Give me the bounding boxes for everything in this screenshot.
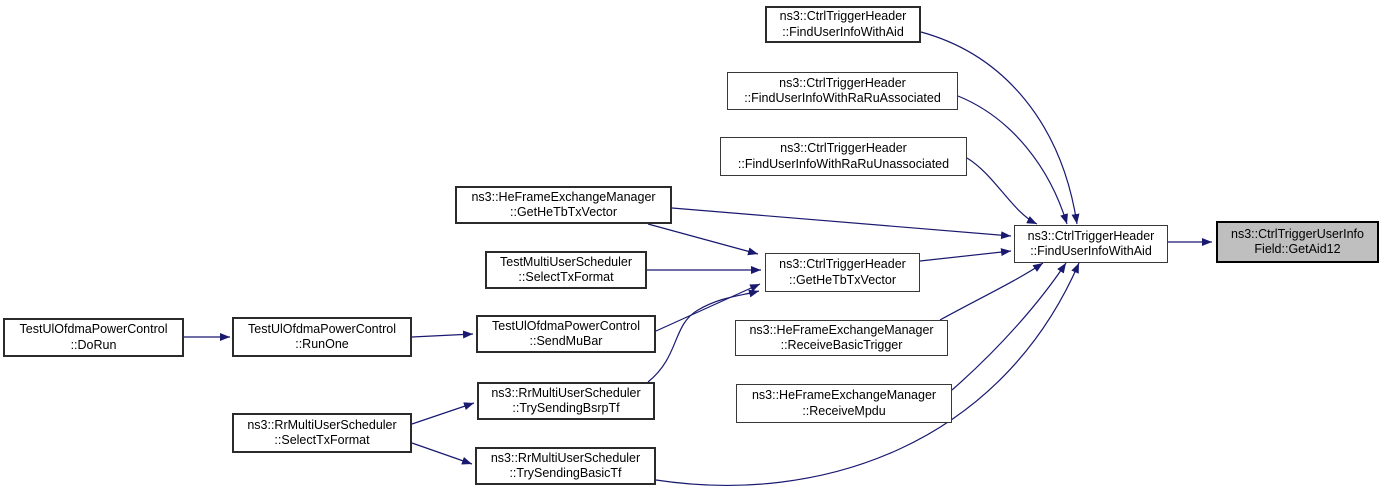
- edge-ctrl-gethetbtxvector-to-find-aid: [919, 248, 1012, 262]
- node-label-line: ::SendMuBar: [529, 334, 603, 348]
- edge-hefem-gethetbtxvector-to-find-aid: [671, 207, 1012, 240]
- node-label-line: ns3::HeFrameExchangeManager: [471, 189, 656, 204]
- node-find-raru-unassoc[interactable]: ns3::CtrlTriggerHeader::FindUserInfoWith…: [720, 137, 967, 176]
- node-hefem-gethetbtxvector[interactable]: ns3::HeFrameExchangeManager::GetHeTbTxVe…: [455, 186, 672, 224]
- node-label-line: TestMultiUserScheduler: [500, 254, 632, 269]
- node-trybsrptf[interactable]: ns3::RrMultiUserScheduler::TrySendingBsr…: [477, 382, 655, 420]
- node-label-line: ns3::HeFrameExchangeManager: [751, 388, 937, 402]
- node-recv-basic-trigger[interactable]: ns3::HeFrameExchangeManager::ReceiveBasi…: [735, 320, 948, 356]
- node-label-line: ::ReceiveBasicTrigger: [780, 338, 903, 352]
- node-label-line: ::TrySendingBasicTf: [509, 466, 622, 480]
- node-find-raru-assoc[interactable]: ns3::CtrlTriggerHeader::FindUserInfoWith…: [727, 72, 958, 110]
- edge-recv-basic-trigger-to-find-aid: [939, 262, 1044, 321]
- node-runone[interactable]: TestUlOfdmaPowerControl::RunOne: [232, 317, 412, 357]
- node-find-aid[interactable]: ns3::CtrlTriggerHeader::FindUserInfoWith…: [1014, 225, 1168, 263]
- edge-find-aid-top-to-find-aid: [920, 31, 1080, 225]
- node-sendmubar[interactable]: TestUlOfdmaPowerControl::SendMuBar: [476, 315, 656, 353]
- edge-trybsrptf-to-ctrl-gethetbtxvector: [647, 289, 760, 383]
- edge-recv-mpdu-to-find-aid: [951, 262, 1067, 391]
- node-label-line: ns3::CtrlTriggerUserInfo: [1231, 226, 1364, 241]
- node-label-line: ::RunOne: [295, 337, 349, 351]
- node-label-line: ns3::CtrlTriggerHeader: [1027, 228, 1155, 243]
- node-label-line: ::FindUserInfoWithAid: [1030, 244, 1152, 258]
- node-ctrl-gethetbtxvector[interactable]: ns3::CtrlTriggerHeader::GetHeTbTxVector: [765, 253, 920, 292]
- node-label-line: TestUlOfdmaPowerControl: [19, 322, 168, 336]
- node-label-line: ns3::CtrlTriggerHeader: [779, 9, 907, 23]
- node-find-aid-top[interactable]: ns3::CtrlTriggerHeader::FindUserInfoWith…: [765, 6, 921, 43]
- edge-rr-selecttxformat-to-trybasictf: [411, 442, 473, 465]
- node-label-line: ::GetHeTbTxVector: [789, 272, 896, 287]
- edge-trybasictf-to-find-aid: [655, 262, 1080, 486]
- node-label-line: ns3::CtrlTriggerHeader: [779, 75, 906, 90]
- node-label-line: ::GetHeTbTxVector: [510, 205, 617, 219]
- node-dorun[interactable]: TestUlOfdmaPowerControl::DoRun: [3, 318, 184, 357]
- edge-find-raru-unassoc-to-find-aid: [966, 157, 1038, 225]
- node-label-line: ::DoRun: [70, 337, 117, 352]
- node-label-line: ::FindUserInfoWithRaRuAssociated: [744, 91, 941, 105]
- node-label-line: ns3::CtrlTriggerHeader: [780, 141, 907, 155]
- node-recv-mpdu[interactable]: ns3::HeFrameExchangeManager::ReceiveMpdu: [736, 384, 952, 423]
- node-label-line: ns3::RrMultiUserScheduler: [247, 417, 397, 432]
- edge-sendmubar-to-ctrl-gethetbtxvector: [655, 283, 761, 332]
- edge-runone-to-sendmubar: [411, 330, 474, 339]
- node-label-line: ns3::CtrlTriggerHeader: [779, 257, 906, 271]
- node-label-line: ns3::RrMultiUserScheduler: [490, 450, 641, 465]
- node-label-line: ::FindUserInfoWithRaRuUnassociated: [737, 156, 950, 171]
- node-label-line: Field::GetAid12: [1254, 242, 1341, 256]
- node-label-line: ::TrySendingBsrpTf: [512, 401, 620, 415]
- edge-rr-selecttxformat-to-trybsrptf: [411, 402, 475, 425]
- node-testmus-selecttxformat[interactable]: TestMultiUserScheduler::SelectTxFormat: [485, 251, 647, 289]
- edge-hefem-gethetbtxvector-to-ctrl-gethetbtxvector: [647, 223, 759, 256]
- node-label-line: ::SelectTxFormat: [518, 270, 614, 284]
- node-label-line: TestUlOfdmaPowerControl: [248, 321, 396, 336]
- node-label-line: ns3::HeFrameExchangeManager: [749, 322, 934, 337]
- node-label-line: ::ReceiveMpdu: [802, 403, 886, 418]
- node-label-line: ::FindUserInfoWithAid: [782, 24, 904, 39]
- node-label-line: ::SelectTxFormat: [274, 433, 370, 447]
- node-rr-selecttxformat[interactable]: ns3::RrMultiUserScheduler::SelectTxForma…: [232, 413, 412, 453]
- node-label-line: ns3::RrMultiUserScheduler: [491, 385, 641, 400]
- edge-find-raru-assoc-to-find-aid: [957, 95, 1068, 225]
- node-label-line: TestUlOfdmaPowerControl: [492, 318, 640, 333]
- node-trybasictf[interactable]: ns3::RrMultiUserScheduler::TrySendingBas…: [475, 447, 656, 485]
